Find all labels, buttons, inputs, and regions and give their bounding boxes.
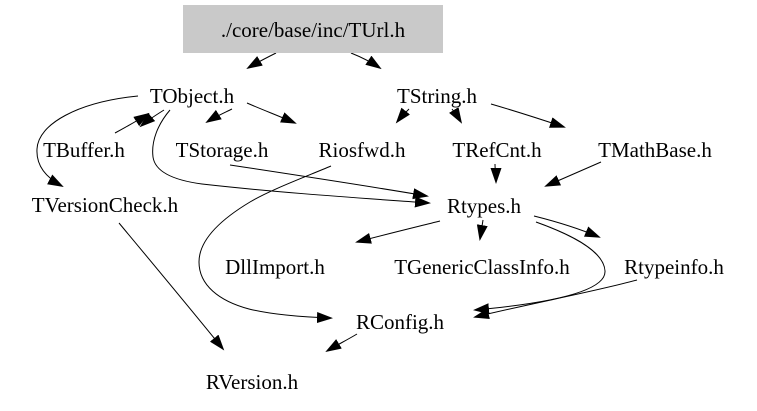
- edge-riosfwd-to-rconfig: [198, 165, 333, 324]
- root-node-box: [183, 5, 443, 53]
- edge-trefcnt-to-rtypes: [490, 163, 502, 184]
- graph-node-tversioncheck[interactable]: TVersionCheck.h: [32, 193, 179, 217]
- graph-node-turl: ./core/base/inc/TUrl.h: [221, 18, 406, 42]
- edge-tstorage-to-rtypes: [229, 164, 429, 200]
- graph-node-rconfig[interactable]: RConfig.h: [356, 310, 445, 334]
- edge-tobject-to-tversioncheck: [36, 95, 139, 187]
- edge-rtypes-to-rtypeinfo: [533, 215, 601, 238]
- edge-tobject-to-rtypes: [152, 109, 431, 208]
- edge-rtypes-to-dllimport: [355, 220, 441, 244]
- graph-node-tgenericclassinfo[interactable]: TGenericClassInfo.h: [394, 255, 570, 279]
- edge-tobject-to-riosfwd: [246, 102, 297, 124]
- graph-node-tbuffer[interactable]: TBuffer.h: [43, 138, 125, 162]
- graph-node-trefcnt[interactable]: TRefCnt.h: [452, 138, 542, 162]
- edge-tstring-to-riosfwd: [395, 107, 411, 124]
- edge-turl-to-tobject: [246, 52, 277, 70]
- graph-node-rversion[interactable]: RVersion.h: [206, 370, 299, 394]
- edge-rtypeinfo-to-rconfig: [473, 279, 638, 320]
- graph-node-dllimport[interactable]: DllImport.h: [225, 255, 325, 279]
- edges-layer: [36, 52, 638, 353]
- edge-turl-to-tstring: [350, 52, 382, 70]
- graph-node-tstring[interactable]: TString.h: [397, 84, 477, 108]
- edge-tbuffer-to-tobject: [114, 112, 150, 134]
- edge-tstring-to-trefcnt: [449, 107, 463, 124]
- edge-tmathbase-to-rtypes: [544, 161, 602, 187]
- edge-rconfig-to-rversion: [325, 333, 358, 353]
- graph-node-tstorage[interactable]: TStorage.h: [176, 138, 269, 162]
- edge-tstring-to-tmathbase: [490, 103, 566, 128]
- graph-node-riosfwd[interactable]: Riosfwd.h: [319, 138, 406, 162]
- edge-rtypes-to-tgenericclassinfo: [476, 219, 488, 241]
- graph-node-rtypeinfo[interactable]: Rtypeinfo.h: [624, 255, 724, 279]
- graph-node-tmathbase[interactable]: TMathBase.h: [598, 138, 712, 162]
- graph-node-rtypes[interactable]: Rtypes.h: [447, 194, 522, 218]
- edge-tobject-to-tstorage: [205, 108, 233, 124]
- graph-node-tobject[interactable]: TObject.h: [150, 84, 235, 108]
- edge-rtypes-to-rconfig: [473, 221, 606, 315]
- edge-tversioncheck-to-rversion: [118, 222, 225, 351]
